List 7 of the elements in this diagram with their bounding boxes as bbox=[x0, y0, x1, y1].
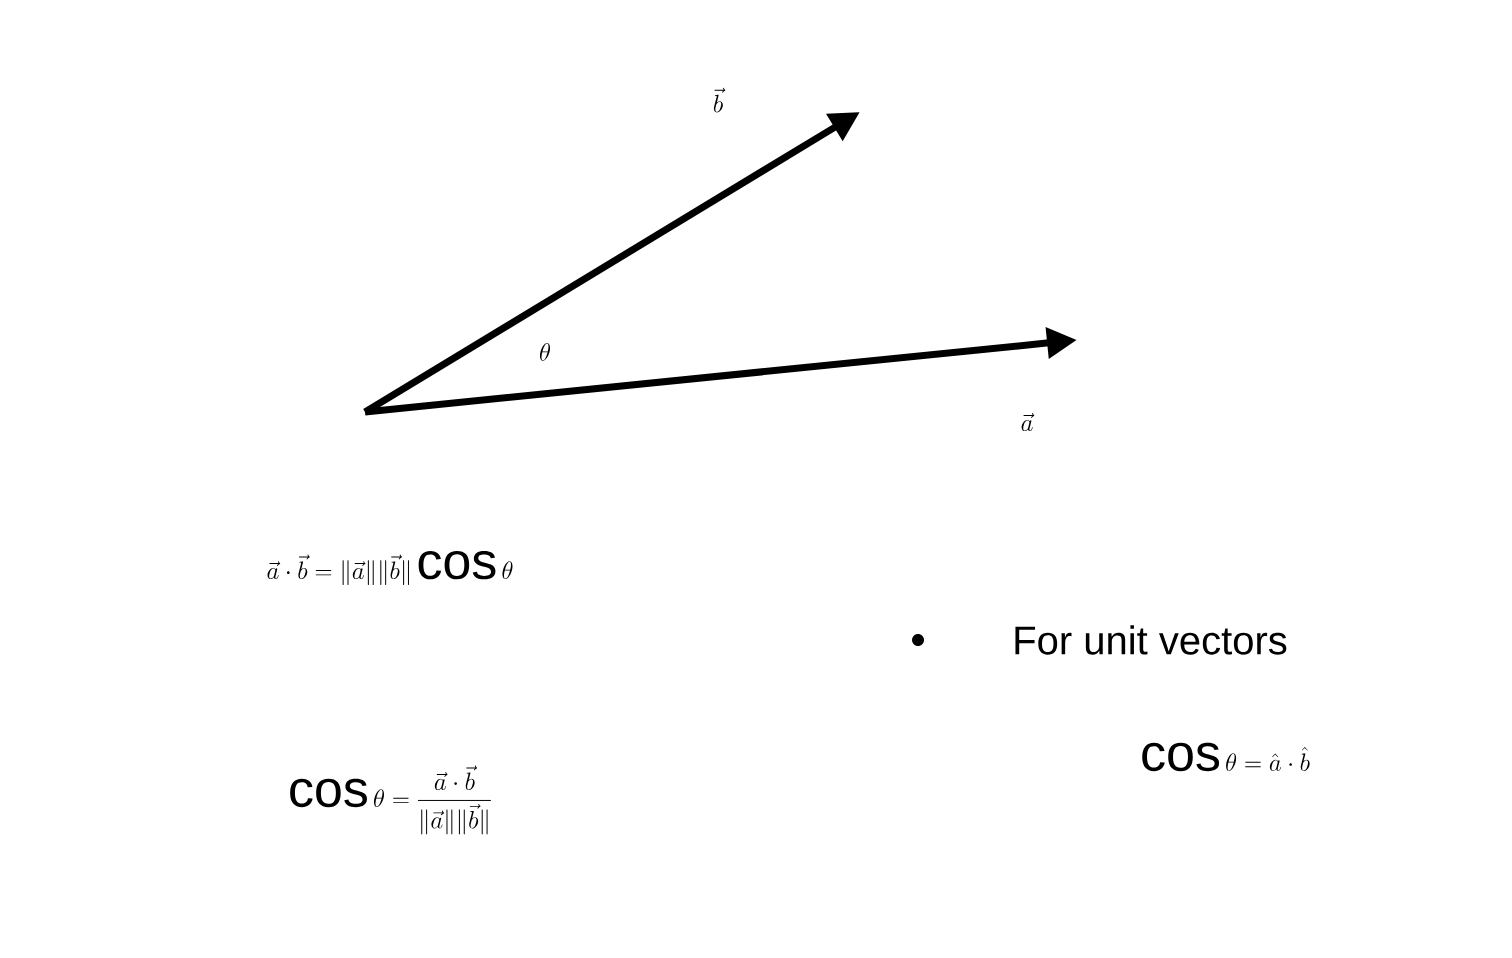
unit-vector-formula: $\cos\theta=\hat{a}\cdot\hat{b}$ bbox=[1142, 742, 1310, 772]
dot-product-formula: $\vec{a}\cdot\vec{b}=\|\vec{a}\|\|\vec{b}\|\cos\theta$ bbox=[267, 550, 513, 586]
vector-label: $\vec{a}$ bbox=[1021, 413, 1035, 432]
angle-label: $\theta$ bbox=[540, 343, 550, 361]
vector-label: $\vec{b}$ bbox=[713, 87, 726, 113]
cosine-formula: $\cos\theta=\frac{\vec{a}\cdot\vec{b}}{\|\vec{a}\|\|\vec{b}\|}$ bbox=[290, 765, 491, 835]
bullet-text: For unit vectors bbox=[1015, 625, 1287, 655]
